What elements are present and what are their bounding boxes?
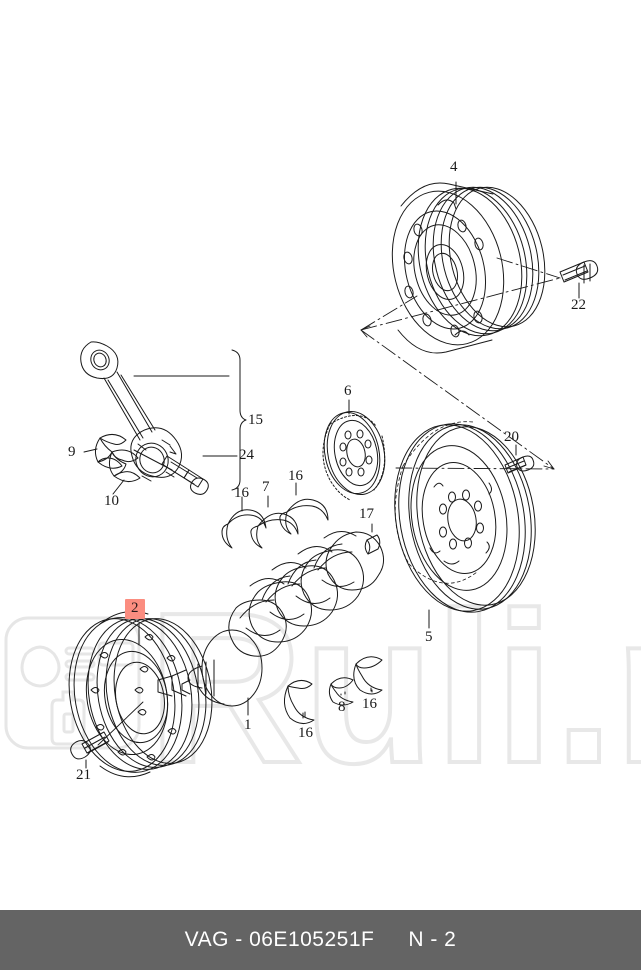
callout-20: 20 [504,429,519,445]
callout-6: 6 [344,383,352,399]
callout-8: 8 [338,699,346,715]
part-4-damper [391,181,546,354]
part-number-label: VAG - 06E105251F [184,928,375,951]
part-17-dowel [364,523,381,555]
callout-9: 9 [68,444,76,460]
callout-16-a: 16 [234,485,249,501]
callout-22: 22 [571,297,586,313]
callout-16-c: 16 [298,725,313,741]
diagram-canvas: Ruli.ru [4,159,641,810]
bearing-shells-upper [221,482,329,549]
callout-16-d: 16 [362,696,377,712]
callout-7: 7 [262,479,270,495]
part-20-bolt [504,444,535,474]
section-label: N - 2 [408,928,457,951]
callout-21: 21 [76,767,91,783]
part-15-conrod [80,341,247,495]
callout-16-b: 16 [288,468,303,484]
callout-24: 24 [239,447,254,463]
callout-4: 4 [450,159,458,175]
part-9-10-bearings [83,434,141,495]
part-6-driveplate [322,399,386,501]
callout-5: 5 [425,629,433,645]
callout-1: 1 [244,717,252,733]
technical-drawing [68,181,599,778]
callout-10: 10 [104,493,119,509]
callout-2-highlighted[interactable]: 2 [125,599,145,619]
part-2-pulley [68,611,213,778]
part-22-bolt [559,260,599,299]
part-21-bolt [70,731,110,769]
bearing-shells-lower [284,656,383,724]
callout-15: 15 [248,412,263,428]
part-1-crankshaft [157,531,384,716]
footer-bar: VAG - 06E105251F N - 2 [0,910,641,970]
callout-17: 17 [359,506,374,522]
part-5-flywheel [394,421,536,629]
